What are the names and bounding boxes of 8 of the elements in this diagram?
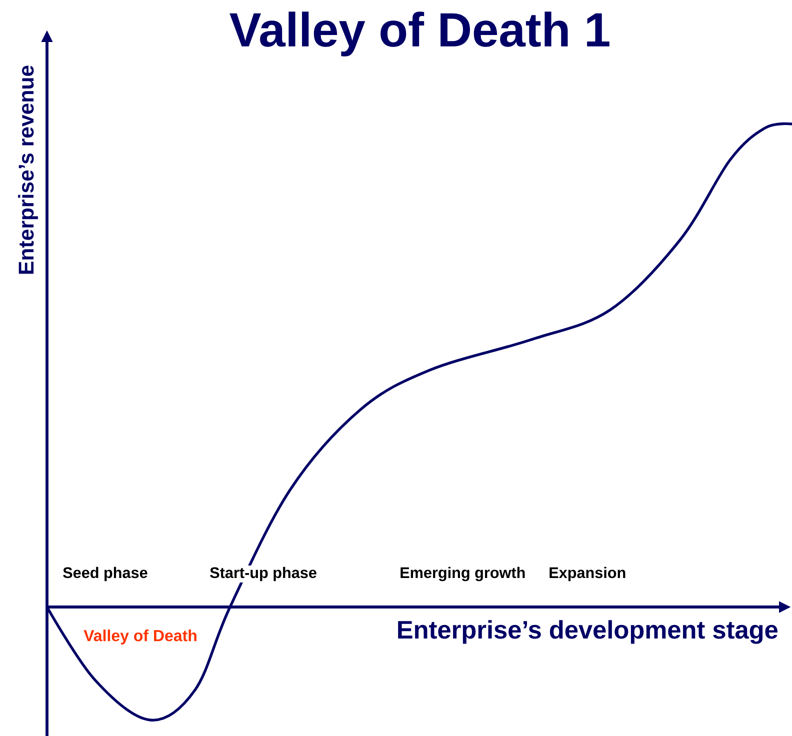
phase-label: Seed phase bbox=[61, 566, 150, 582]
phase-label: Emerging growth bbox=[398, 566, 528, 583]
phase-label: Start-up phase bbox=[208, 566, 318, 582]
axis-label: Enterprise’s development stage bbox=[398, 620, 778, 644]
region-label: Valley of Death bbox=[84, 630, 196, 644]
axis-label: Enterprise’s revenue bbox=[18, 66, 38, 274]
phase-label: Expansion bbox=[547, 566, 628, 582]
title: Valley of Death 1 bbox=[230, 12, 610, 56]
